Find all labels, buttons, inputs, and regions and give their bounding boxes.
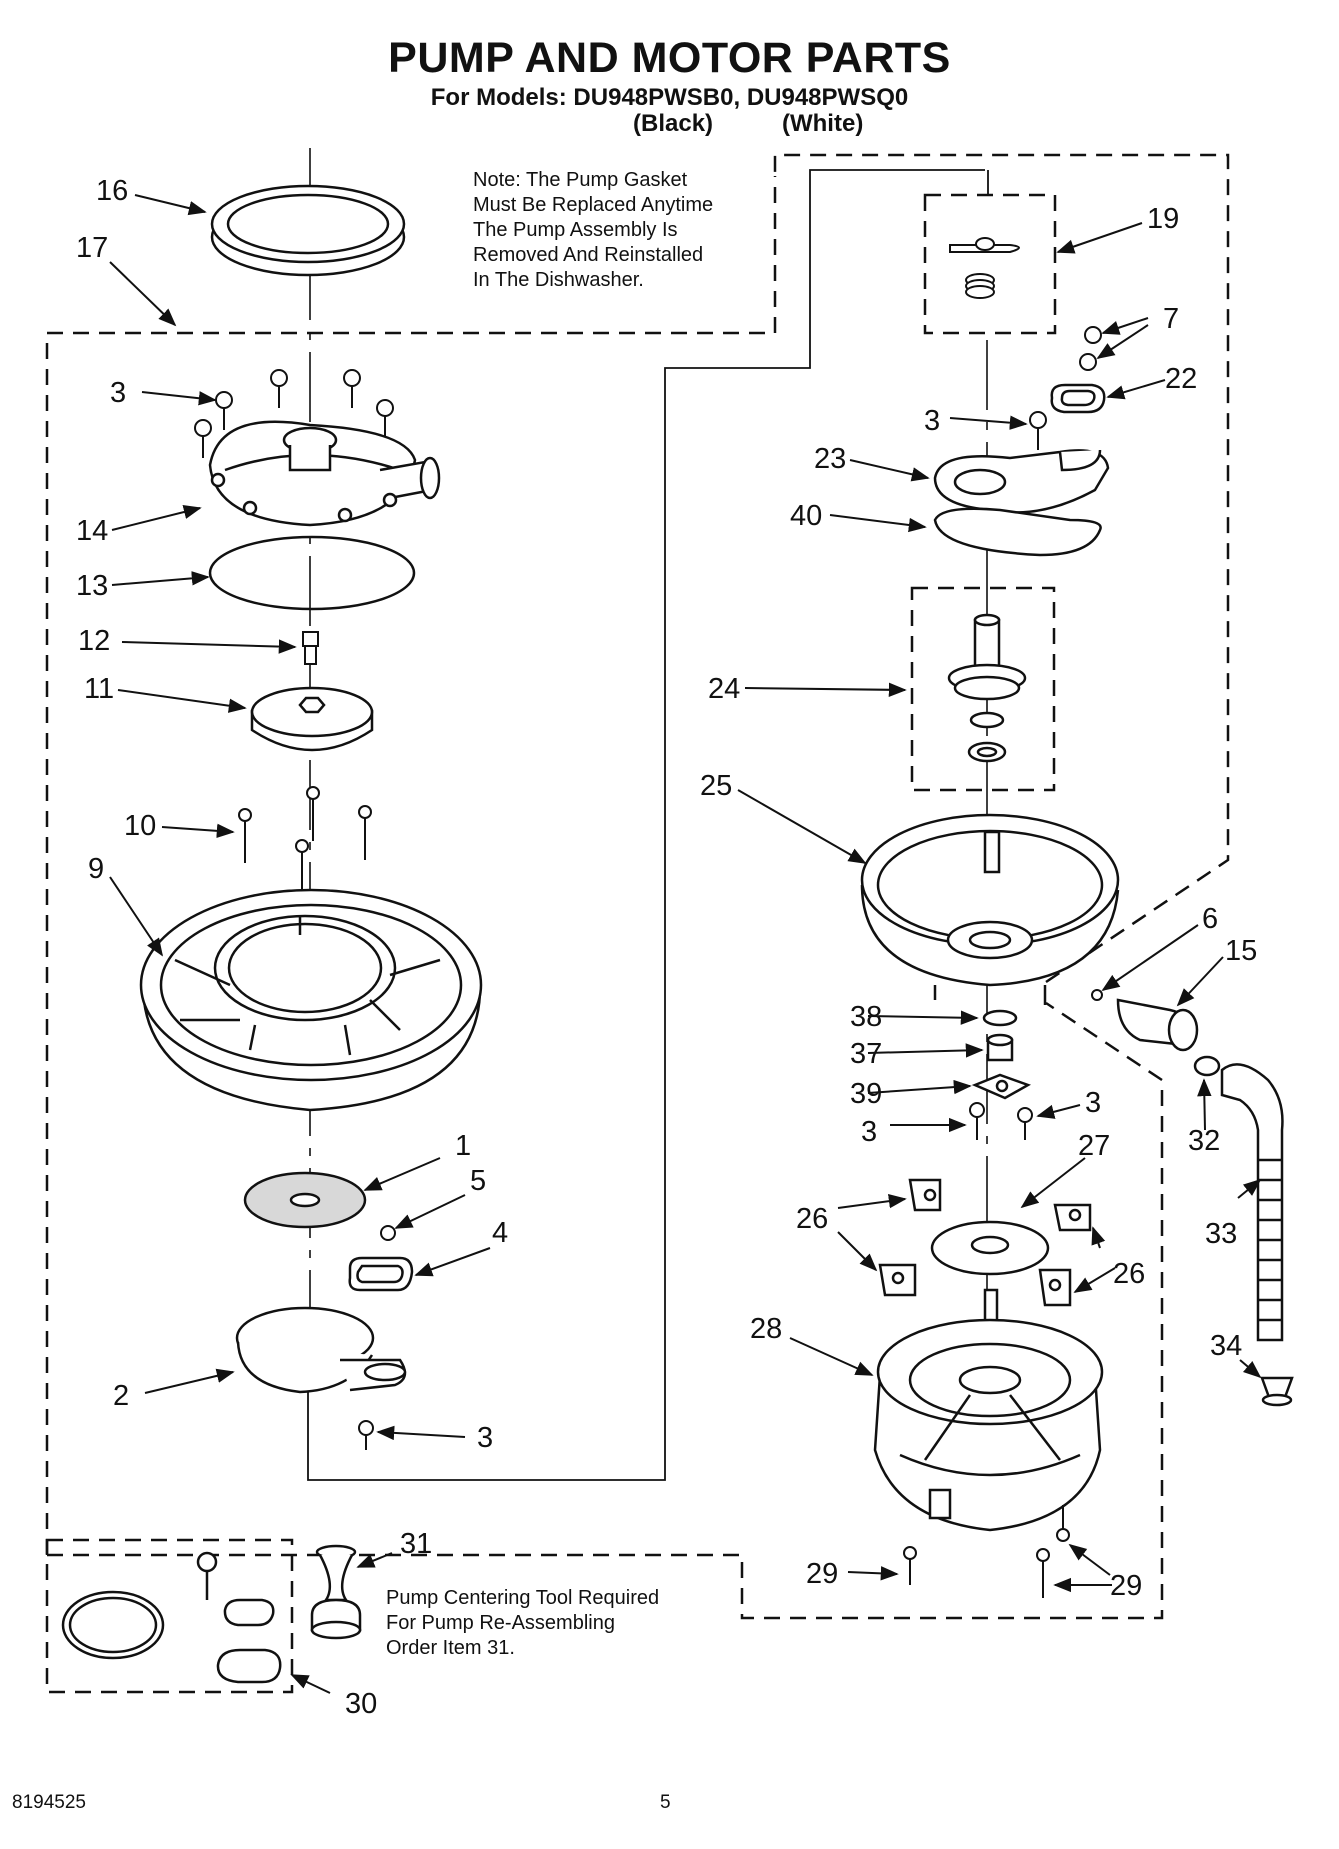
- shaft-seal-assembly: [947, 613, 1027, 763]
- centering-tool-note: Pump Centering Tool Required For Pump Re…: [386, 1587, 660, 1659]
- drain-hose: [1220, 1063, 1284, 1342]
- callout-4: 4: [492, 1217, 508, 1249]
- page-number: 5: [660, 1792, 671, 1813]
- callout-12: 12: [78, 625, 110, 657]
- diverter-seal: [1050, 383, 1106, 414]
- callout-26: 26: [1113, 1258, 1145, 1290]
- callout-19: 19: [1147, 203, 1179, 235]
- bracket-39: [971, 1073, 1031, 1100]
- cover-plate: [933, 449, 1110, 514]
- pump-gasket-note: Note: The Pump Gasket Must Be Replaced A…: [473, 169, 714, 291]
- callout-29: 29: [1110, 1570, 1142, 1602]
- drain-valve: [1116, 998, 1199, 1052]
- callout-2: 2: [113, 1380, 129, 1412]
- pump-housing: [208, 420, 441, 527]
- callout-23: 23: [814, 443, 846, 475]
- callout-24: 24: [708, 673, 740, 705]
- callout-numbers: 16 17 3 14 13 12 11 10 9 1 5 4 2 3 19 7 …: [76, 175, 1257, 1720]
- callout-25: 25: [700, 770, 732, 802]
- callout-3: 3: [110, 377, 126, 409]
- motor-screws: [903, 1505, 1070, 1598]
- lower-pump-housing: [235, 1306, 407, 1394]
- impeller: [250, 686, 374, 752]
- lower-housing-screw: [358, 1420, 374, 1450]
- grommet-38: [982, 1009, 1018, 1027]
- callout-3: 3: [477, 1422, 493, 1454]
- latch-and-spring: [949, 237, 1020, 299]
- callout-3: 3: [861, 1116, 877, 1148]
- filter-screen: [243, 1171, 367, 1229]
- callout-16: 16: [96, 175, 128, 207]
- ball-lower: [1079, 353, 1097, 371]
- motor-adapter: [860, 813, 1120, 1005]
- callout-29: 29: [806, 1558, 838, 1590]
- motor-shroud-disk: [930, 1220, 1050, 1276]
- page-title: PUMP AND MOTOR PARTS: [388, 34, 951, 82]
- callout-27: 27: [1078, 1130, 1110, 1162]
- pump-motor: [873, 1288, 1104, 1532]
- seal: [348, 1256, 414, 1292]
- ball-upper: [1084, 326, 1102, 344]
- callout-14: 14: [76, 515, 108, 547]
- callout-7: 7: [1163, 303, 1179, 335]
- callout-3: 3: [1085, 1087, 1101, 1119]
- cover-screw: [1029, 411, 1047, 450]
- callout-9: 9: [88, 853, 104, 885]
- callout-28: 28: [750, 1313, 782, 1345]
- callout-30: 30: [345, 1688, 377, 1720]
- variant-black: (Black): [633, 110, 714, 137]
- callout-11: 11: [84, 673, 114, 705]
- callout-33: 33: [1205, 1218, 1237, 1250]
- motor-clips: [878, 1178, 1092, 1307]
- callout-39: 39: [850, 1078, 882, 1110]
- bracket-screws: [969, 1102, 1033, 1140]
- callout-22: 22: [1165, 363, 1197, 395]
- models-line: For Models: DU948PWSB0, DU948PWSQ0: [430, 84, 909, 111]
- cover-gasket: [933, 507, 1102, 557]
- callout-13: 13: [76, 570, 108, 602]
- callout-37: 37: [850, 1038, 882, 1070]
- callout-6: 6: [1202, 903, 1218, 935]
- pump-base: [139, 888, 483, 1112]
- callout-17: 17: [76, 232, 108, 264]
- check-ball: [380, 1225, 396, 1241]
- hose-clamp: [1193, 1055, 1221, 1077]
- inlet-o-ring: [1091, 989, 1103, 1001]
- callout-3: 3: [924, 405, 940, 437]
- callout-26: 26: [796, 1203, 828, 1235]
- callout-34: 34: [1210, 1330, 1242, 1362]
- callout-32: 32: [1188, 1125, 1220, 1157]
- callout-38: 38: [850, 1001, 882, 1033]
- pump-centering-tool: [310, 1544, 362, 1640]
- motor-mount-screws: [238, 786, 372, 894]
- impeller-nut: [302, 631, 319, 665]
- callout-1: 1: [455, 1130, 471, 1162]
- routing-lines: [307, 169, 989, 1481]
- hose-cap: [1260, 1376, 1294, 1407]
- callout-31: 31: [400, 1528, 432, 1560]
- leader-arrows: [109, 194, 1262, 1694]
- pump-housing-o-ring: [208, 535, 416, 611]
- gasket-kit: [61, 1551, 282, 1684]
- bearing-37: [986, 1033, 1014, 1062]
- document-number: 8194525: [12, 1792, 86, 1813]
- callout-40: 40: [790, 500, 822, 532]
- pump-gasket: [210, 184, 406, 277]
- assembly-boundaries: [45, 153, 1230, 1694]
- callout-10: 10: [124, 810, 156, 842]
- callout-15: 15: [1225, 935, 1257, 967]
- callout-5: 5: [470, 1165, 486, 1197]
- variant-white: (White): [782, 110, 864, 137]
